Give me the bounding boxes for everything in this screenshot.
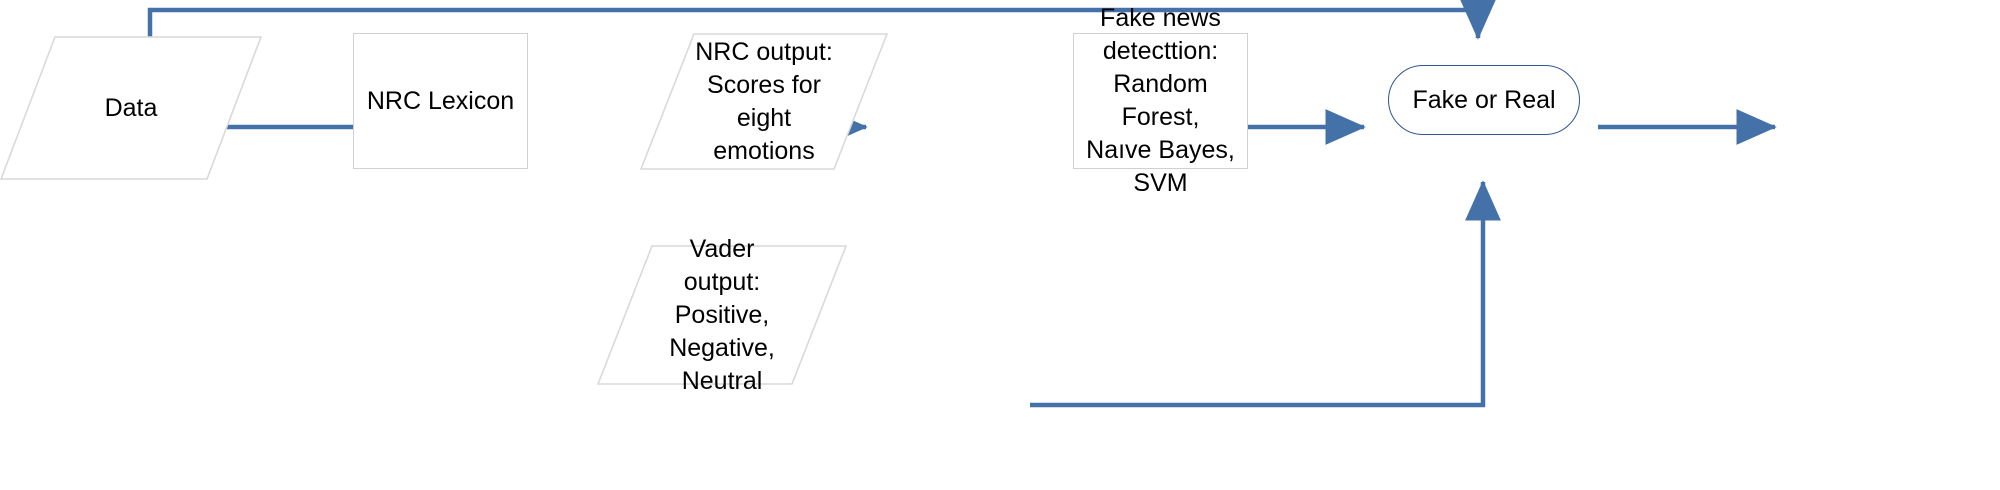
edge-vader-to-detection <box>1030 180 1501 408</box>
node-nrc-lexicon[interactable]: NRC Lexicon <box>353 33 528 169</box>
node-data-text: Data <box>104 93 158 122</box>
node-vader-output[interactable]: Vader output: Positive, Negative, Neutra… <box>596 234 848 395</box>
vader-output-parallelogram-shape <box>596 245 848 385</box>
node-vader-output-text: Vader output: Positive, Negative, Neutra… <box>669 234 775 395</box>
node-nrc-output[interactable]: NRC output: Scores for eight emotions <box>639 33 889 170</box>
node-fake-news-detection[interactable]: Fake news detecttion: Random Forest, Naı… <box>1073 4 1248 197</box>
node-nrc-output-text: NRC output: Scores for eight emotions <box>695 37 833 165</box>
nrc-output-parallelogram-shape <box>639 33 889 170</box>
node-fake-or-real[interactable]: Fake or Real <box>1388 65 1580 135</box>
node-data[interactable]: Data <box>0 36 263 180</box>
data-parallelogram-shape <box>0 36 263 180</box>
